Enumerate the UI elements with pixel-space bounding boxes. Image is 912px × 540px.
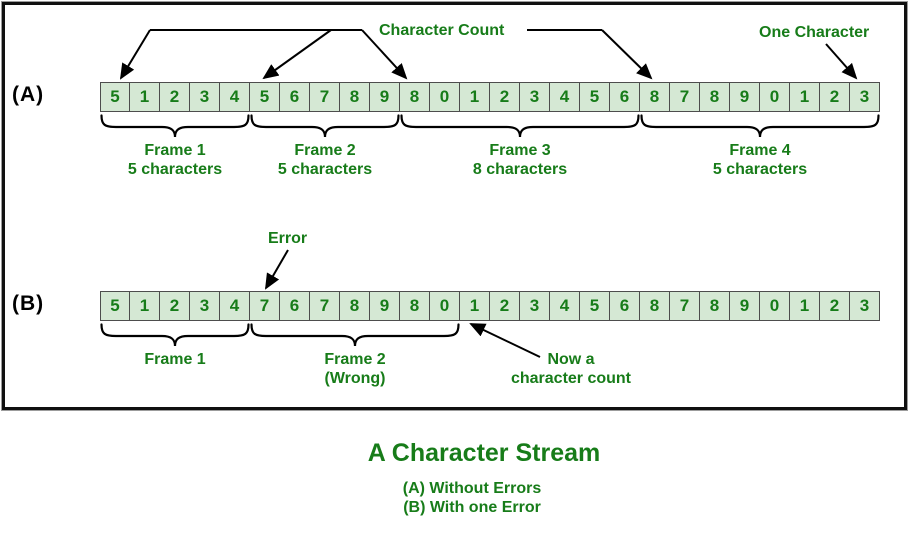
cell-b-23: 0 [760, 291, 790, 321]
cell-a-1: 5 [100, 82, 130, 112]
cell-a-12: 0 [430, 82, 460, 112]
cell-a-23: 0 [760, 82, 790, 112]
cell-a-8: 7 [310, 82, 340, 112]
cell-b-3: 2 [160, 291, 190, 321]
frame-label-a-2: Frame 2 5 characters [250, 141, 400, 179]
cell-b-26: 3 [850, 291, 880, 321]
frame-label-a-1: Frame 1 5 characters [100, 141, 250, 179]
cell-a-4: 3 [190, 82, 220, 112]
frame-subtext: 5 characters [277, 161, 373, 178]
cell-a-21: 8 [700, 82, 730, 112]
cell-a-22: 9 [730, 82, 760, 112]
diagram-border [1, 1, 908, 411]
cell-b-13: 1 [460, 291, 490, 321]
cell-a-15: 3 [520, 82, 550, 112]
frame-name: Frame 4 [729, 142, 791, 159]
frame-name: Frame 2 [294, 142, 356, 159]
cell-a-16: 4 [550, 82, 580, 112]
cell-b-4: 3 [190, 291, 220, 321]
cell-a-26: 3 [850, 82, 880, 112]
frame-brace-a-2 [250, 114, 400, 138]
cell-b-6: 7 [250, 291, 280, 321]
frame-label-a-3: Frame 3 8 characters [400, 141, 640, 179]
cell-b-21: 8 [700, 291, 730, 321]
now-character-count-line2: character count [510, 370, 632, 387]
cell-b-7: 6 [280, 291, 310, 321]
cell-b-19: 8 [640, 291, 670, 321]
cell-b-22: 9 [730, 291, 760, 321]
cell-b-1: 5 [100, 291, 130, 321]
frame-label-b-1: Frame 1 [100, 350, 250, 369]
one-character-label: One Character [759, 24, 870, 41]
cell-b-14: 2 [490, 291, 520, 321]
caption-line-b: (B) With one Error [403, 499, 541, 516]
cell-a-9: 8 [340, 82, 370, 112]
cell-b-18: 6 [610, 291, 640, 321]
frame-label-b-2: Frame 2 (Wrong) [250, 350, 460, 388]
cell-a-6: 5 [250, 82, 280, 112]
caption-title: A Character Stream [367, 439, 601, 467]
cell-a-18: 6 [610, 82, 640, 112]
cell-b-5: 4 [220, 291, 250, 321]
frame-name: Frame 3 [489, 142, 551, 159]
frame-subtext: 5 characters [712, 161, 808, 178]
character-count-label: Character Count [379, 22, 505, 39]
frame-name: Frame 2 [324, 351, 386, 368]
frame-name: Frame 1 [144, 351, 206, 368]
cell-a-11: 8 [400, 82, 430, 112]
cell-a-25: 2 [820, 82, 850, 112]
frame-brace-a-1 [100, 114, 250, 138]
frame-brace-b-1 [100, 323, 250, 347]
cell-b-10: 9 [370, 291, 400, 321]
cell-b-25: 2 [820, 291, 850, 321]
caption-line-a: (A) Without Errors [402, 480, 542, 497]
cell-b-20: 7 [670, 291, 700, 321]
frame-brace-b-2 [250, 323, 460, 347]
cell-a-17: 5 [580, 82, 610, 112]
cell-a-3: 2 [160, 82, 190, 112]
frame-label-a-4: Frame 4 5 characters [640, 141, 880, 179]
now-character-count-label: Now a character count [501, 350, 641, 388]
cell-b-24: 1 [790, 291, 820, 321]
cell-b-16: 4 [550, 291, 580, 321]
row-label-b: (B) [12, 292, 45, 315]
frame-subtext: (Wrong) [324, 370, 386, 387]
cell-a-20: 7 [670, 82, 700, 112]
cell-a-10: 9 [370, 82, 400, 112]
frame-name: Frame 1 [144, 142, 206, 159]
cell-b-17: 5 [580, 291, 610, 321]
row-label-a: (A) [12, 83, 45, 106]
cell-a-13: 1 [460, 82, 490, 112]
cell-b-15: 3 [520, 291, 550, 321]
error-label: Error [268, 230, 308, 247]
cell-a-14: 2 [490, 82, 520, 112]
cell-a-19: 8 [640, 82, 670, 112]
frame-subtext: 8 characters [472, 161, 568, 178]
cell-b-12: 0 [430, 291, 460, 321]
frame-brace-a-4 [640, 114, 880, 138]
cell-b-9: 8 [340, 291, 370, 321]
frame-subtext: 5 characters [127, 161, 223, 178]
cell-a-5: 4 [220, 82, 250, 112]
now-character-count-line1: Now a [547, 351, 595, 368]
cell-b-8: 7 [310, 291, 340, 321]
cell-b-11: 8 [400, 291, 430, 321]
cell-b-2: 1 [130, 291, 160, 321]
cell-a-24: 1 [790, 82, 820, 112]
cell-a-7: 6 [280, 82, 310, 112]
frame-brace-a-3 [400, 114, 640, 138]
cell-a-2: 1 [130, 82, 160, 112]
